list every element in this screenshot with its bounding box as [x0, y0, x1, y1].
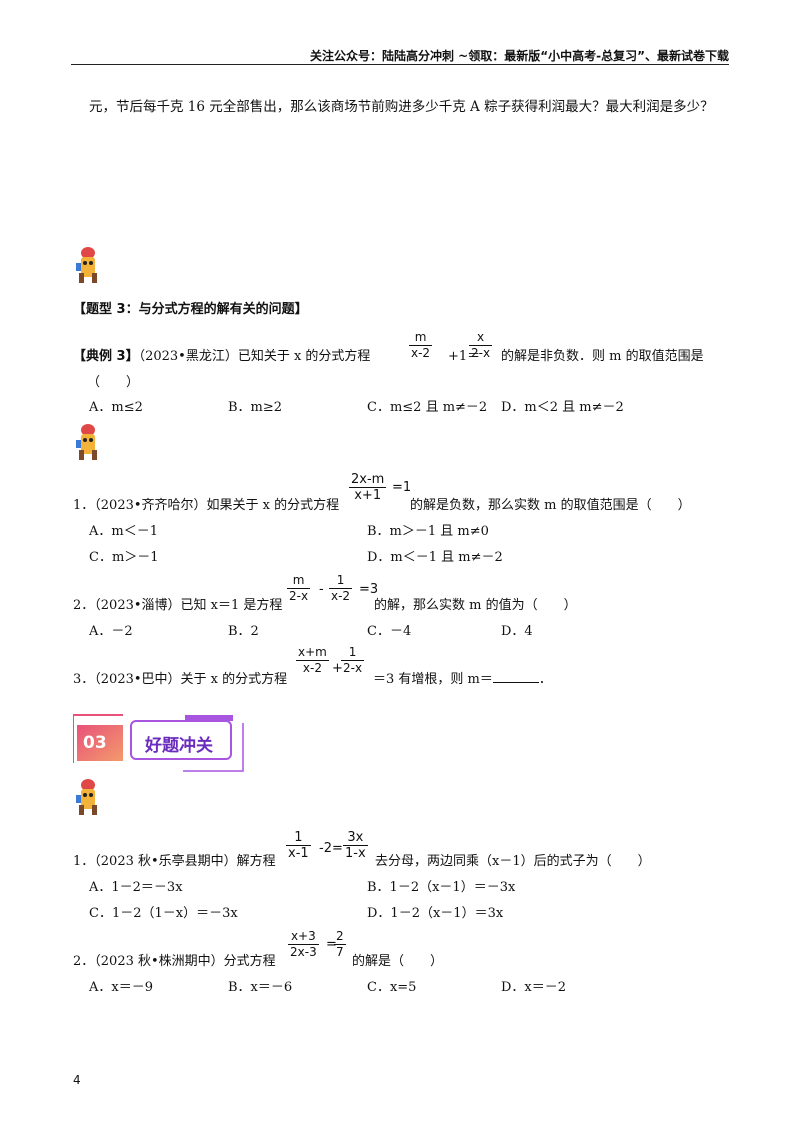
option-c: C．1－2（1－x）＝－3x	[89, 906, 238, 921]
example-tail: 的解是非负数．则 m 的取值范围是	[501, 349, 704, 364]
q3-tail: ＝3 有增根，则 m＝ ．	[373, 668, 552, 687]
equation-mid: -2=	[319, 841, 343, 856]
fraction: m x-2	[409, 330, 433, 361]
numerator: 3x	[347, 830, 364, 845]
numerator: 1	[336, 573, 345, 587]
option-c: C．m＞－1	[89, 550, 159, 565]
option-c: C．－4	[367, 624, 412, 639]
numerator: x+m	[298, 645, 327, 659]
denominator: 1-x	[343, 845, 368, 861]
denominator: 2-x	[341, 660, 365, 675]
denominator: x-2	[329, 588, 353, 603]
section-title: 【题型 3：与分式方程的解有关的问题】	[73, 302, 308, 317]
answer-blank	[492, 670, 539, 683]
numerator: 2x-m	[351, 472, 385, 487]
intro-line: 元，节后每千克 16 元全部售出，那么该商场节前购进多少千克 A 粽子获得利润最…	[89, 99, 714, 115]
numerator: x	[476, 330, 485, 344]
fraction: 1 x-2	[329, 573, 353, 604]
example-label: 【典例 3】	[73, 349, 139, 364]
option-b: B．x＝－6	[228, 980, 293, 995]
p1-lead: 1．（2023 秋•乐亭县期中）解方程	[73, 854, 276, 869]
option-c: C．m≤2 且 m≠－2	[367, 400, 488, 415]
equation-eq: =1	[392, 480, 412, 495]
section-number: 03	[83, 733, 107, 753]
q1-lead: 1．（2023•齐齐哈尔）如果关于 x 的分式方程	[73, 498, 340, 513]
option-d: D．x＝－2	[501, 980, 567, 995]
header-rule	[71, 64, 729, 65]
denominator: x+1	[349, 487, 387, 503]
denominator: 2x-3	[288, 944, 319, 959]
option-d: D．m＜－1 且 m≠－2	[367, 550, 503, 565]
q2-lead: 2．（2023•淄博）已知 x＝1 是方程	[73, 598, 283, 613]
example-text: （2023•黑龙江）已知关于 x 的分式方程	[138, 349, 371, 364]
option-d: D．m＜2 且 m≠－2	[501, 400, 624, 415]
numerator: m	[292, 573, 305, 587]
numerator: x+3	[290, 929, 316, 943]
fraction: 2x-m x+1	[349, 472, 387, 503]
q3-lead: 3．（2023•巴中）关于 x 的分式方程	[73, 672, 288, 687]
option-d: D．4	[501, 624, 533, 639]
equation-eq: =3	[359, 582, 379, 597]
denominator: 7	[334, 944, 346, 959]
numerator: 1	[348, 645, 357, 659]
fraction: 1 2-x	[341, 645, 365, 676]
numerator: 1	[294, 830, 303, 845]
page-header: 关注公众号：陆陆高分冲刺 ~领取：最新版“小中高考-总复习”、最新试卷下载	[310, 49, 729, 63]
fraction: x+3 2x-3	[288, 929, 319, 960]
p2-tail: 的解是（ ）	[352, 954, 444, 969]
denominator: x-2	[296, 660, 329, 676]
q3-end: ．	[538, 672, 552, 687]
fraction: x+m x-2	[296, 645, 329, 676]
option-a: A．x＝－9	[89, 980, 153, 995]
fraction: 2 7	[334, 929, 346, 960]
section-heading: 好题冲关	[145, 736, 213, 756]
equation-eq: =	[326, 937, 337, 952]
option-a: A．m≤2	[89, 400, 143, 415]
fraction: 3x 1-x	[343, 830, 368, 861]
option-a: A．1－2＝－3x	[89, 880, 183, 895]
denominator: 2-x	[287, 588, 311, 603]
p1-tail: 去分母，两边同乘（x－1）后的式子为（ ）	[375, 854, 651, 869]
section-banner	[73, 714, 244, 772]
denominator: 2-x	[469, 345, 493, 360]
mascot-icon	[76, 424, 97, 460]
option-b: B．1－2（x－1）＝－3x	[367, 880, 516, 895]
numerator: m	[414, 330, 427, 344]
fraction: 1 x-1	[286, 830, 311, 861]
p2-lead: 2．（2023 秋•株洲期中）分式方程	[73, 954, 276, 969]
mascot-icon	[76, 779, 97, 815]
denominator: x-2	[409, 345, 433, 360]
option-c: C．x=5	[367, 980, 417, 995]
q3-text: ＝3 有增根，则 m＝	[373, 672, 493, 687]
option-a: A．－2	[89, 624, 133, 639]
example-3-lead: 【典例 3】（2023•黑龙江）已知关于 x 的分式方程	[73, 345, 370, 364]
q2-tail: 的解，那么实数 m 的值为（ ）	[374, 598, 577, 613]
answer-paren: （ ）	[87, 375, 140, 390]
denominator: x-1	[286, 845, 311, 861]
option-b: B．m＞－1 且 m≠0	[367, 524, 489, 539]
numerator: 2	[336, 929, 344, 943]
equation-mid: +1＝	[448, 349, 481, 364]
q1-tail: 的解是负数，那么实数 m 的取值范围是（ ）	[410, 498, 691, 513]
fraction: x 2-x	[469, 330, 493, 361]
option-a: A．m＜－1	[89, 524, 158, 539]
option-d: D．1－2（x－1）＝3x	[367, 906, 504, 921]
fraction: m 2-x	[287, 573, 311, 604]
equation-plus: +	[332, 661, 343, 676]
equation-minus: -	[319, 582, 324, 597]
option-b: B．m≥2	[228, 400, 283, 415]
mascot-icon	[76, 247, 97, 283]
option-b: B．2	[228, 624, 259, 639]
page-number: 4	[73, 1073, 81, 1087]
